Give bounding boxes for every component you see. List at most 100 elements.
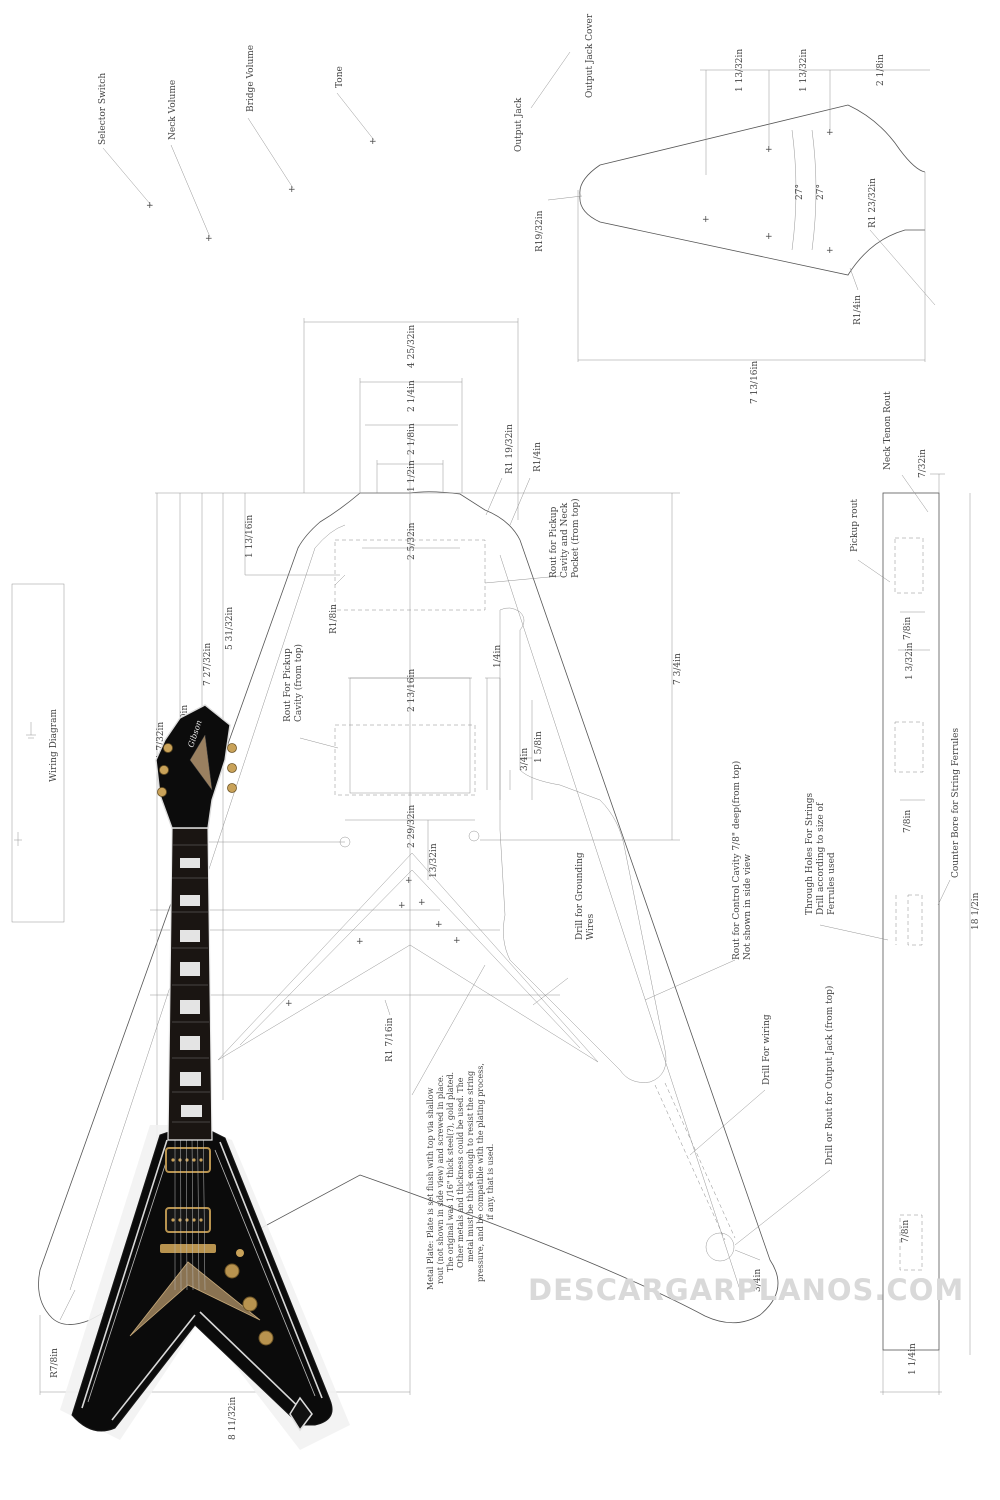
svg-text:7/32in: 7/32in [918,449,928,478]
svg-text:1 5/8in: 1 5/8in [534,731,544,763]
svg-text:+: + [398,901,406,911]
label-bridge-volume: Bridge Volume [246,45,256,112]
svg-text:1 13/16in: 1 13/16in [245,515,255,558]
guitar-illustration: Gibson [60,704,350,1450]
watermark: DESCARGARPLANOS.COM [528,1273,964,1307]
svg-text:+: + [435,920,443,930]
crosshair-marker: + [369,137,377,147]
svg-text:1 1/4in: 1 1/4in [908,1343,918,1375]
angle-arc-b [811,129,817,251]
wiring-frame [11,583,65,923]
label-through-holes: Through Holes For StringsDrill according… [805,792,837,915]
guitar-headstock-inlay [189,734,213,791]
svg-text:+: + [765,145,773,155]
body-plan-view: + + + + + + + 4 25/32in 2 1/4in 2 1 [38,318,835,1440]
svg-text:3/4in: 3/4in [753,1269,763,1292]
svg-text:+: + [405,876,413,886]
body-outline [38,491,779,1325]
svg-text:+: + [285,999,293,1009]
svg-text:1 1/2in: 1 1/2in [407,460,417,492]
guitar-jack-plate [289,1396,313,1432]
bridge-pickup-cavity [334,724,476,796]
svg-text:13/32in: 13/32in [429,843,439,878]
wiring-diagram: Wiring Diagram Selector Switch + Neck Vo… [11,13,595,923]
label-output-jack: Output Jack [514,97,524,152]
svg-text:27°: 27° [816,184,826,200]
svg-text:7/8in: 7/8in [903,617,913,640]
side-view-drawing: 7/32in Neck Tenon Rout Pickup rout 7/8in… [805,391,981,1395]
svg-text:1 13/32in: 1 13/32in [799,49,809,92]
headstock-outline [579,104,926,276]
svg-text:1 3/32in: 1 3/32in [905,642,915,680]
svg-text:+: + [356,937,364,947]
svg-text:3/4in: 3/4in [520,748,530,771]
svg-text:2 1/8in: 2 1/8in [407,423,417,455]
svg-text:R1 19/32in: R1 19/32in [505,424,515,474]
svg-text:7 13/16in: 7 13/16in [750,361,760,404]
label-rout-pickup-cavity: Rout For PickupCavity (from top) [283,644,304,722]
label-output-jack-cover: Output Jack Cover [585,13,595,98]
guitar-v-plate [129,1261,261,1337]
side-pickup-rout-1 [894,537,924,594]
string-ferrule-holes [907,894,923,946]
svg-text:8 11/32in: 8 11/32in [228,1397,238,1440]
crosshair-marker: + [205,234,213,244]
svg-text:+: + [453,936,461,946]
svg-text:R1/8in: R1/8in [329,604,339,634]
side-output-jack [899,1214,923,1271]
guitar-knobs [224,1249,274,1346]
svg-text:7 27/32in: 7 27/32in [203,643,213,686]
label-neck-volume: Neck Volume [168,80,178,140]
svg-text:27°: 27° [795,184,805,200]
svg-text:R19/32in: R19/32in [535,210,545,252]
label-pickup-rout: Pickup rout [850,499,860,552]
ground-symbol-1 [26,722,36,739]
svg-text:7 3/4in: 7 3/4in [673,653,683,685]
label-rout-pickup-neck: Rout for PickupCavity and NeckPocket (fr… [549,498,581,578]
svg-text:+: + [826,246,834,256]
label-drill-wiring: Drill For wiring [762,1014,772,1085]
label-drill-output: Drill or Rout for Output Jack (from top) [824,986,835,1165]
crosshair-marker: + [146,201,154,211]
svg-text:7/8in: 7/8in [903,810,913,833]
ground-symbol-2 [14,832,22,846]
svg-text:7/8in: 7/8in [901,1220,911,1243]
label-counter-bore: Counter Bore for String Ferrules [951,727,961,878]
svg-text:5 31/32in: 5 31/32in [225,607,235,650]
svg-text:R1 23/32in: R1 23/32in [868,178,878,228]
metal-v-plate [217,852,599,1063]
svg-text:1/4in: 1/4in [493,645,503,668]
svg-text:2 1/8in: 2 1/8in [876,54,886,86]
svg-text:2 5/32in: 2 5/32in [407,522,417,560]
svg-text:11 7/32in: 11 7/32in [156,722,166,765]
guitar-tuners [157,743,237,797]
svg-text:R1/4in: R1/4in [533,442,543,472]
control-cavity-outline [499,607,667,1083]
guitar-neck [167,827,213,1141]
side-view-body [882,492,940,1351]
guitar-fret-inlays [180,858,202,1117]
headstock-drawing: 7 13/16in 1 13/32in 1 13/32in 2 1/8in 27… [535,49,936,404]
svg-text:+: + [765,232,773,242]
label-drill-grounding: Drill for GroundingWires [575,852,596,940]
svg-text:4 25/32in: 4 25/32in [407,325,417,368]
svg-text:2 13/16in: 2 13/16in [407,669,417,712]
svg-text:R7/8in: R7/8in [50,1348,60,1378]
side-pickup-rout-2 [894,721,924,773]
label-selector-switch: Selector Switch [98,73,108,145]
body-bevel-left [69,524,346,1291]
angle-arc-a [791,129,797,251]
label-tone: Tone [335,66,345,88]
svg-text:1 13/32in: 1 13/32in [735,49,745,92]
label-rout-control: Rout for Control Cavity 7/8" deep(from t… [731,761,753,960]
svg-text:18 1/2in: 18 1/2in [971,892,981,930]
guitar-headstock [155,704,231,829]
body-bevel-right [499,554,741,1291]
label-neck-tenon: Neck Tenon Rout [883,391,893,470]
svg-text:R1 7/16in: R1 7/16in [385,1018,395,1062]
guitar-bridge [160,1244,216,1253]
crosshair-marker: + [288,185,296,195]
svg-text:R1/4in: R1/4in [853,295,863,325]
svg-text:2 29/32in: 2 29/32in [407,805,417,848]
